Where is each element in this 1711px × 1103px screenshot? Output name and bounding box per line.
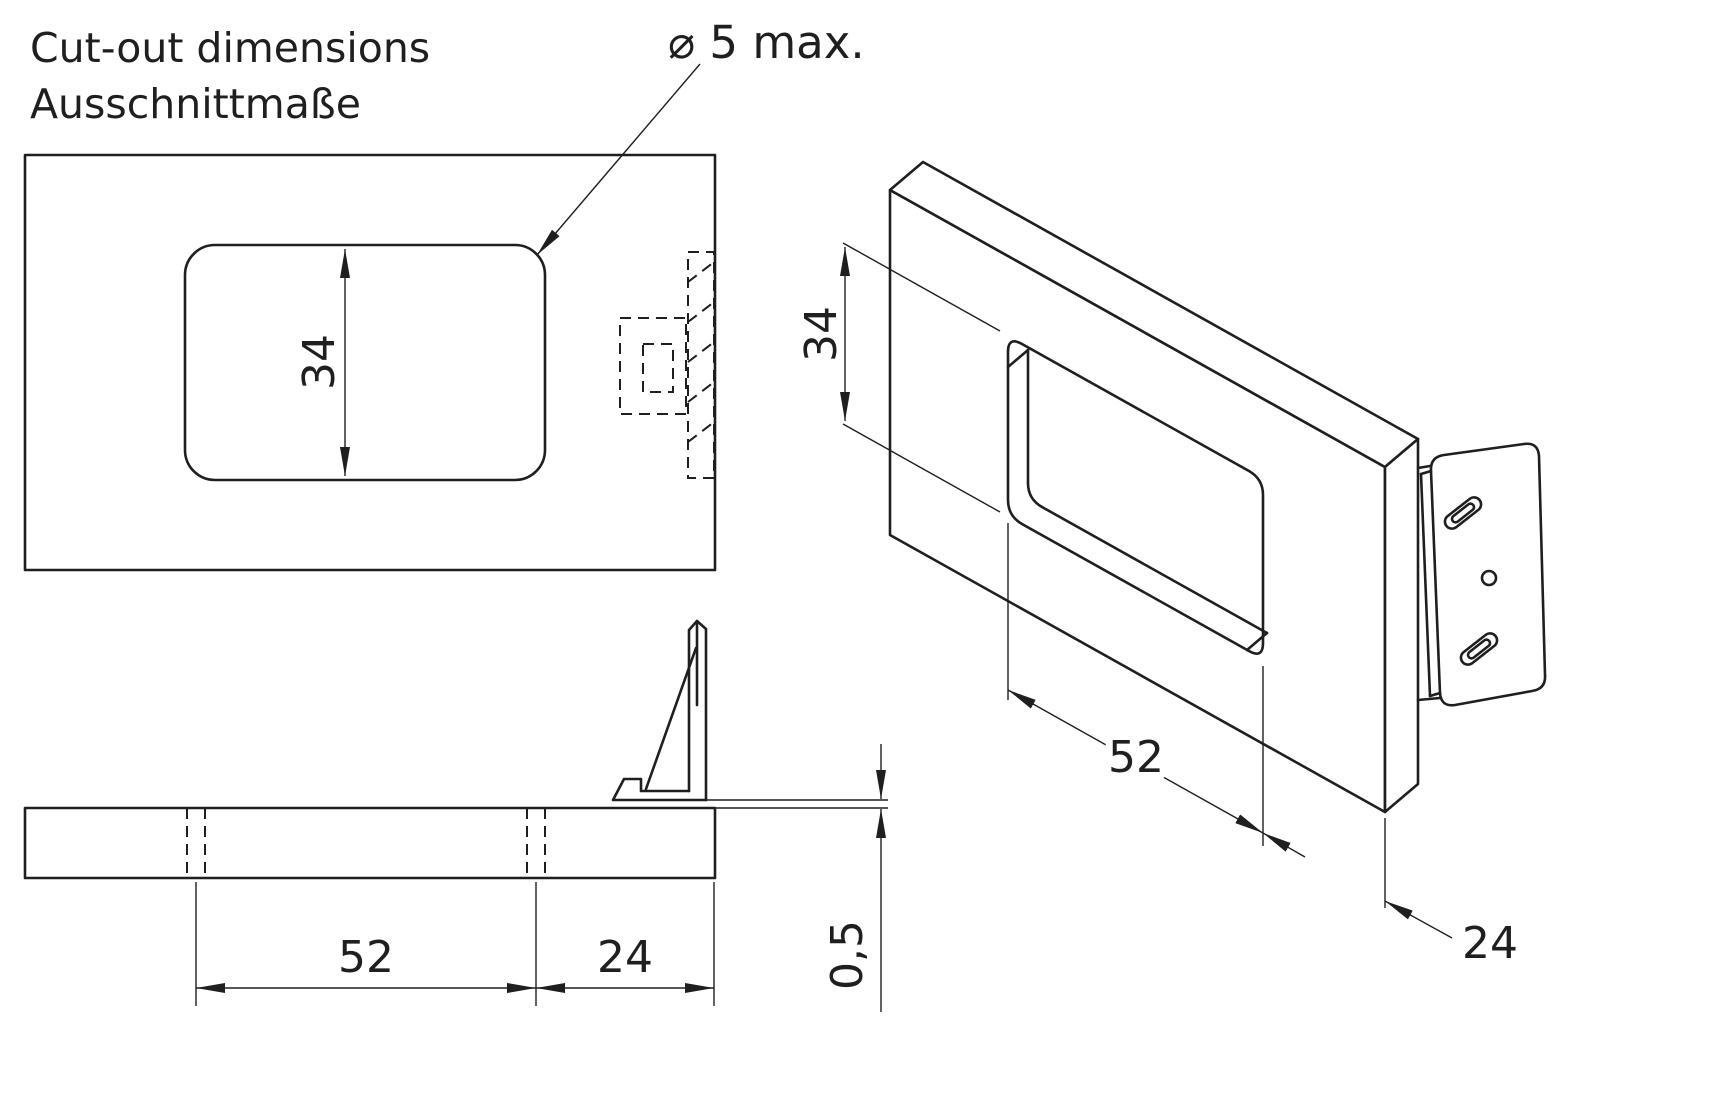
iso-dim-24-label: 24 <box>1462 918 1518 969</box>
side-dim-0-5-label: 0,5 <box>822 920 873 990</box>
iso-view: 34 52 24 <box>796 160 1547 969</box>
cutout-projection-lines <box>186 808 546 878</box>
drawing-title: Cut-out dimensions Ausschnittmaße <box>30 24 430 128</box>
bracket-slot-bottom <box>1459 632 1499 666</box>
panel-bar <box>23 806 717 880</box>
front-view: 34 ⌀ 5 max. <box>23 16 865 572</box>
title-line-1: Cut-out dimensions <box>30 24 430 72</box>
corner-radius-label: ⌀ 5 max. <box>668 16 865 69</box>
iso-dim-52-label: 52 <box>1108 732 1164 783</box>
recess-inner-edges <box>1006 348 1269 652</box>
front-dim-34-label: 34 <box>294 334 345 390</box>
front-dim-34: 34 <box>294 249 350 476</box>
cutout-rect <box>183 243 547 482</box>
corner-radius-callout: ⌀ 5 max. <box>536 16 865 256</box>
iso-dim-34: 34 <box>796 242 1001 513</box>
iso-dim-52: 52 <box>1007 523 1264 846</box>
iso-dim-34-label: 34 <box>796 306 847 362</box>
side-dim-52-24: 52 24 <box>195 882 715 1006</box>
leader-line <box>536 63 701 256</box>
bracket-slot-top <box>1443 496 1483 530</box>
side-dim-24-label: 24 <box>597 932 653 983</box>
bracket-center-hole <box>1480 569 1498 587</box>
title-line-2: Ausschnittmaße <box>30 80 361 128</box>
recess-opening <box>1006 340 1265 655</box>
panel-outline <box>23 153 717 572</box>
clip-side-profile <box>611 619 708 802</box>
recess-plate-body <box>888 160 1420 814</box>
side-dim-0-5: 0,5 <box>706 744 888 1012</box>
hidden-latch-outline <box>619 251 715 479</box>
mounting-bracket <box>1416 442 1547 707</box>
side-view: 0,5 52 24 <box>23 619 888 1012</box>
side-dim-52-label: 52 <box>338 932 394 983</box>
iso-dim-24: 24 <box>1262 818 1518 969</box>
